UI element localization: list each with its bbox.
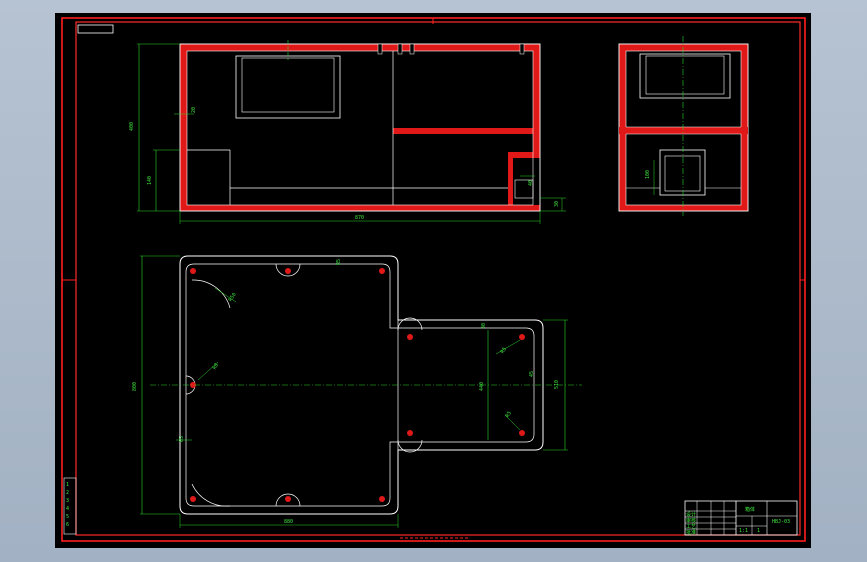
dim-right-r1: R5 — [500, 346, 508, 354]
dim-top-boss: R5 — [336, 259, 342, 265]
side-section-view: 100 — [618, 36, 749, 216]
side-inner-box — [659, 149, 706, 196]
front-section-view: 400 140 870 20 40 30 — [129, 40, 566, 224]
title-block: 箱体 HBJ-03 1:1 1 设计 审核 工艺 批准 — [684, 500, 798, 536]
bottom-wall-hatch — [180, 205, 540, 211]
dim-right-slot: 40 — [528, 180, 534, 186]
shelf-hatch — [393, 128, 540, 134]
right-wall-hatch — [533, 44, 540, 156]
dim-left-boss: R8 — [212, 362, 220, 370]
title-scale: 1:1 — [739, 528, 748, 534]
revision-cell: 2 — [66, 490, 69, 496]
dim-right-top: 30 — [481, 323, 487, 329]
dim-right-height: 440 — [479, 382, 485, 391]
plan-inner-outline — [185, 263, 535, 507]
revision-column: 1 2 3 4 5 6 — [63, 477, 77, 535]
dim-right-offset: 30 — [554, 201, 560, 207]
inner-border — [75, 21, 801, 536]
dim-side-inner-height: 100 — [645, 170, 651, 179]
dim-plan-height: 800 — [132, 382, 138, 391]
dim-plan-width: 880 — [284, 519, 293, 525]
top-wall-hatch — [180, 44, 540, 51]
dim-wall: 20 — [191, 107, 197, 113]
title-part-name: 箱体 — [745, 506, 755, 513]
title-row-label: 设计 — [686, 511, 696, 518]
dim-right-r2: R5 — [505, 410, 513, 418]
revision-cell: 3 — [66, 498, 69, 504]
plan-view: 800 880 R5 R50 R8 65 30 440 R5 R5 45 510 — [132, 255, 582, 528]
title-row-label: 批准 — [686, 529, 696, 536]
title-row-label: 工艺 — [686, 524, 696, 530]
slot-wall-hatch — [508, 152, 513, 211]
left-wall-hatch — [180, 44, 187, 211]
front-outline — [179, 43, 541, 212]
revision-cell: 4 — [66, 506, 69, 512]
dim-overall-width: 870 — [355, 215, 364, 221]
dim-corner-radius: R50 — [228, 292, 238, 303]
side-window — [639, 53, 731, 99]
title-drawing-no: HBJ-03 — [772, 519, 790, 525]
dim-right-outer: 510 — [554, 380, 560, 389]
revision-cell: 1 — [66, 482, 69, 488]
revision-cell: 5 — [66, 514, 69, 520]
dim-left-step: 65 — [179, 436, 185, 442]
title-sheet: 1 — [757, 528, 760, 534]
bolt-holes — [190, 268, 525, 502]
revision-cell: 6 — [66, 522, 69, 528]
dim-right-end: 45 — [529, 371, 535, 377]
drawing-number-box — [77, 24, 114, 34]
dim-lower-height: 140 — [147, 176, 153, 185]
title-row-label: 审核 — [686, 517, 696, 524]
slot-hatch — [508, 152, 540, 158]
dim-overall-height: 400 — [129, 122, 135, 131]
plan-outer-outline — [179, 255, 544, 515]
